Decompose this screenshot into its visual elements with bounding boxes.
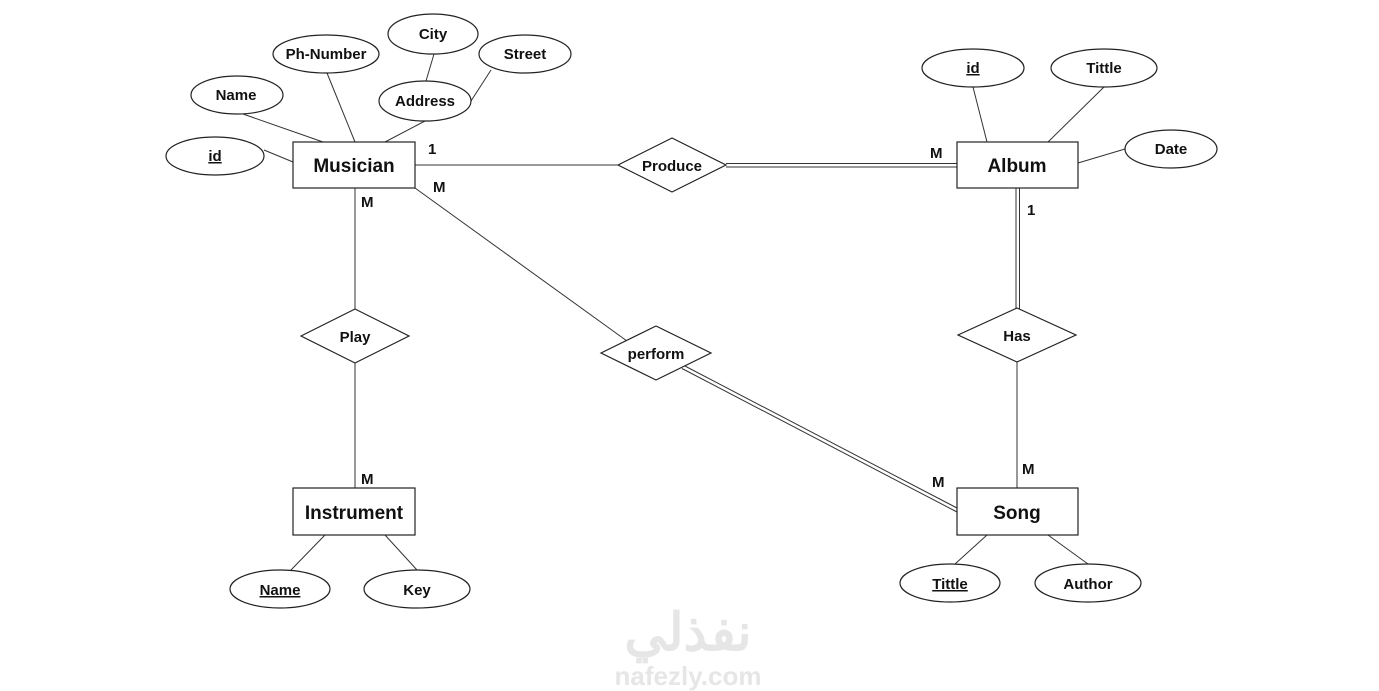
line-song-author bbox=[1047, 534, 1089, 565]
attribute-label: id bbox=[208, 148, 221, 165]
cardinality-album-produce: M bbox=[930, 145, 943, 162]
entity-label: Album bbox=[987, 156, 1046, 177]
attribute-song-title: Tittle bbox=[899, 563, 1001, 603]
watermark-arabic: نفذلي bbox=[624, 604, 751, 664]
line-instrument-key bbox=[384, 534, 418, 571]
relationship-label: Has bbox=[1003, 328, 1031, 345]
attribute-album-id: id bbox=[921, 48, 1025, 88]
entity-instrument: Instrument bbox=[292, 487, 416, 536]
cardinality-song-perform: M bbox=[932, 474, 945, 491]
cardinality-album-has: 1 bbox=[1027, 202, 1035, 219]
attribute-label: id bbox=[966, 60, 979, 77]
attribute-musician-street: Street bbox=[478, 34, 572, 74]
line-perform-song-b bbox=[681, 368, 958, 513]
line-address-city bbox=[425, 53, 435, 82]
attribute-song-author: Author bbox=[1034, 563, 1142, 603]
attribute-label: Key bbox=[403, 582, 431, 599]
line-musician-id bbox=[263, 149, 294, 163]
attribute-label: Date bbox=[1155, 141, 1188, 158]
entity-musician: Musician bbox=[292, 141, 416, 189]
line-musician-phone bbox=[326, 72, 356, 143]
connectors bbox=[242, 53, 1126, 572]
attribute-instrument-name: Name bbox=[229, 569, 331, 609]
line-song-title bbox=[954, 534, 988, 565]
cardinality-instrument-play: M bbox=[361, 471, 374, 488]
attribute-instrument-key: Key bbox=[363, 569, 471, 609]
cardinalities: 1 M M M M 1 M M bbox=[361, 141, 1035, 491]
cardinality-musician-perform: M bbox=[433, 179, 446, 196]
line-album-title bbox=[1047, 86, 1105, 143]
line-album-id bbox=[972, 86, 988, 143]
attribute-label: Name bbox=[216, 87, 257, 104]
line-musician-name bbox=[242, 113, 324, 143]
attribute-label: Street bbox=[504, 46, 547, 63]
relationship-produce: Produce bbox=[616, 137, 728, 193]
relationship-perform: perform bbox=[599, 325, 713, 381]
entity-label: Song bbox=[993, 503, 1041, 524]
attribute-label: Author bbox=[1063, 576, 1112, 593]
entity-label: Instrument bbox=[305, 503, 404, 524]
attribute-musician-address: Address bbox=[378, 80, 472, 122]
attribute-label: Name bbox=[260, 582, 301, 599]
attribute-label: Tittle bbox=[1086, 60, 1122, 77]
attribute-musician-city: City bbox=[387, 13, 479, 55]
relationship-label: Produce bbox=[642, 158, 702, 175]
attribute-musician-name: Name bbox=[190, 75, 284, 115]
line-instrument-name bbox=[289, 534, 326, 572]
attribute-album-date: Date bbox=[1124, 129, 1218, 169]
line-address-street bbox=[470, 69, 492, 102]
attribute-musician-id: id bbox=[165, 136, 265, 176]
line-musician-perform bbox=[414, 187, 628, 342]
line-album-date bbox=[1077, 148, 1126, 164]
attribute-label: Address bbox=[395, 93, 455, 110]
attribute-label: City bbox=[419, 26, 448, 43]
relationship-has: Has bbox=[956, 307, 1078, 363]
line-musician-address bbox=[384, 120, 426, 143]
entity-album: Album bbox=[956, 141, 1079, 189]
attribute-label: Ph-Number bbox=[286, 46, 367, 63]
attribute-album-title: Tittle bbox=[1050, 48, 1158, 88]
entity-song: Song bbox=[956, 487, 1079, 536]
line-perform-song-a bbox=[682, 364, 958, 509]
entity-label: Musician bbox=[313, 156, 394, 177]
relationship-play: Play bbox=[299, 308, 411, 364]
cardinality-song-has: M bbox=[1022, 461, 1035, 478]
cardinality-musician-play: M bbox=[361, 194, 374, 211]
relationship-label: Play bbox=[340, 329, 372, 346]
attribute-label: Tittle bbox=[932, 576, 968, 593]
cardinality-musician-produce: 1 bbox=[428, 141, 436, 158]
relationship-label: perform bbox=[628, 346, 685, 363]
attribute-musician-phone: Ph-Number bbox=[272, 34, 380, 74]
watermark: نفذلي nafezly.com bbox=[615, 604, 762, 691]
watermark-latin: nafezly.com bbox=[615, 661, 762, 691]
